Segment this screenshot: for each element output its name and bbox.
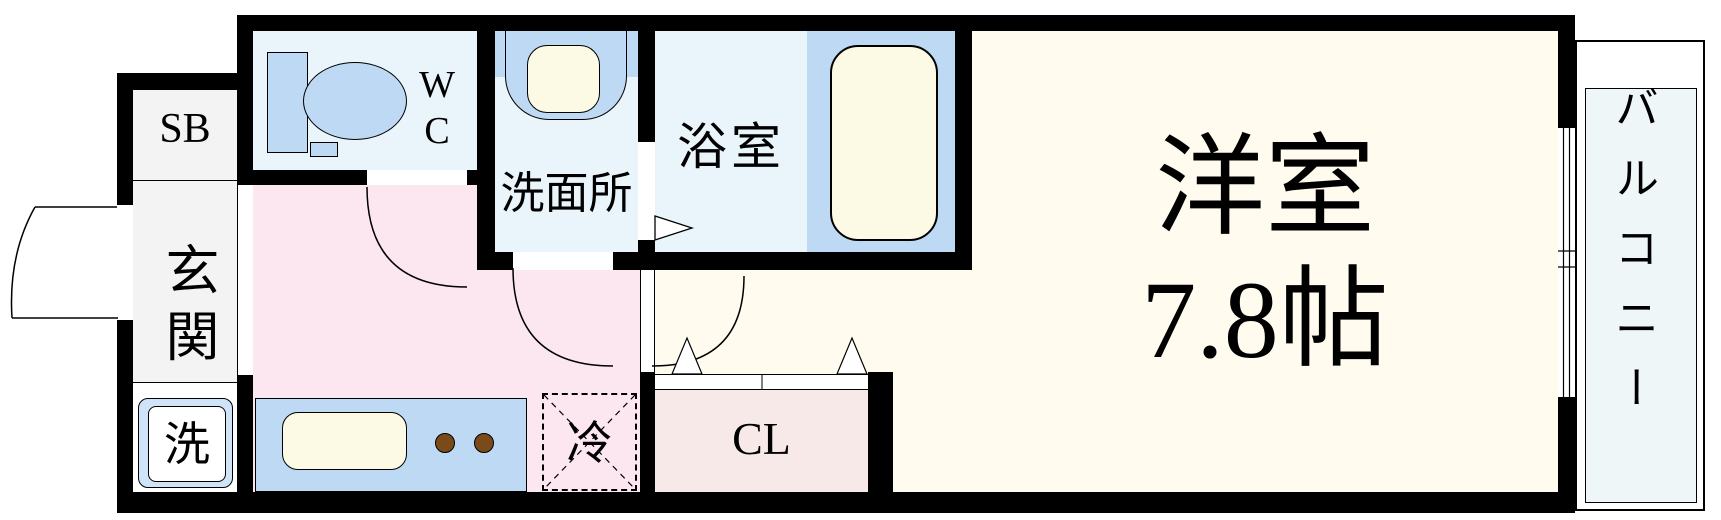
closet-folding-door xyxy=(655,336,868,390)
toilet-bowl-icon xyxy=(303,62,407,140)
closet-floor xyxy=(655,390,868,492)
sink-icon xyxy=(527,45,600,113)
bathroom-door-gap xyxy=(638,142,655,240)
washer-icon xyxy=(148,406,226,482)
entry-step-strip xyxy=(237,185,253,375)
label-washroom: 洗面所 xyxy=(500,169,633,218)
entrance-door-gap xyxy=(117,205,133,320)
step-edge-line xyxy=(237,185,238,375)
kitchen-sink-icon xyxy=(282,412,407,470)
label-fridge: 冷 xyxy=(566,418,613,469)
fridge-box-icon xyxy=(542,393,637,491)
bathroom-door-triangle-icon xyxy=(654,215,695,241)
label-balcony: バルコニー xyxy=(1608,85,1657,435)
entry-floor xyxy=(133,90,237,382)
closet-door-triangle-icon xyxy=(671,336,703,375)
label-entrance: 玄関 xyxy=(157,242,217,374)
toilet-door-gap xyxy=(367,170,467,185)
toilet-tank-icon xyxy=(267,52,308,153)
entry-divider-line xyxy=(133,180,237,181)
label-bathroom: 浴室 xyxy=(677,119,785,175)
label-closet: CL xyxy=(732,413,791,464)
window-glazing-lines xyxy=(1558,128,1575,397)
closet-door-triangle-icon xyxy=(836,336,868,375)
label-main-room: 洋室 7.8帖 xyxy=(972,122,1558,386)
main-room-size: 7.8帖 xyxy=(1141,259,1389,381)
entrance-door-arc xyxy=(10,206,118,319)
balcony-floor xyxy=(1585,88,1697,503)
bathtub-icon xyxy=(830,45,938,241)
washroom-door-arc xyxy=(512,267,614,367)
stove-burner-icon xyxy=(474,433,494,453)
balcony-window xyxy=(1558,128,1575,397)
main-room-floor xyxy=(972,31,1558,492)
toilet-flush-icon xyxy=(310,142,338,157)
main-room-name: 洋室 xyxy=(1155,127,1375,249)
label-shoe-box: SB xyxy=(159,106,211,152)
stove-burner-icon xyxy=(435,433,455,453)
label-washer: 洗 xyxy=(164,419,210,470)
washroom-door-gap xyxy=(513,252,613,270)
washer-divider-line xyxy=(133,382,237,383)
closet-right-wall xyxy=(868,372,893,513)
main-room-door-leaf xyxy=(640,270,655,372)
main-room-door-arc xyxy=(651,275,745,367)
toilet-door-arc xyxy=(366,186,468,288)
